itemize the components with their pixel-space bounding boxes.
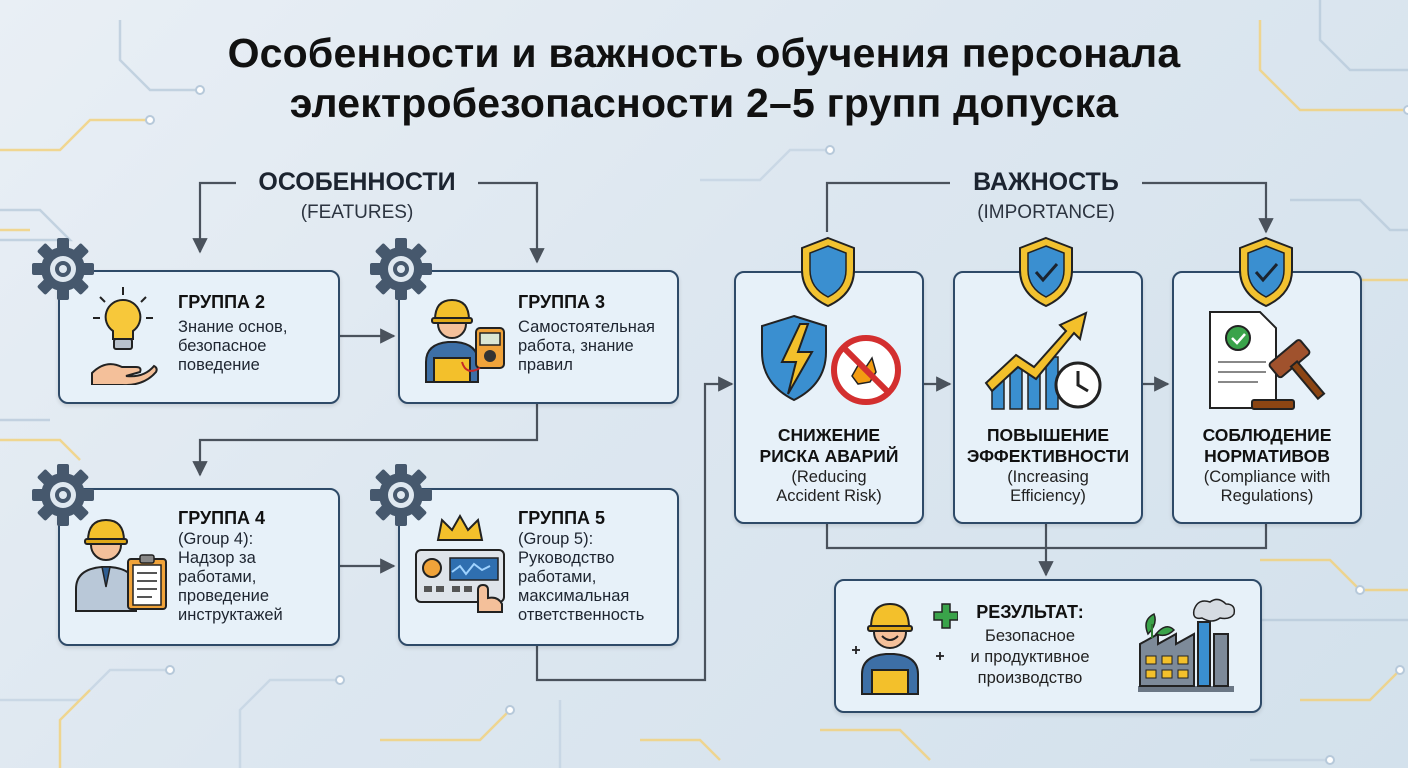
group-4-title: ГРУППА 4: [178, 508, 266, 528]
arrow-to-group2: [192, 181, 236, 254]
risk-title: СНИЖЕНИЕ РИСКА АВАРИЙ: [759, 425, 899, 466]
title-line-2: электробезопасности 2–5 групп допуска: [289, 80, 1119, 126]
result-description: Безопасное и продуктивное производство: [970, 627, 1090, 687]
page-title: Особенности и важность обучения персонал…: [0, 28, 1408, 128]
compliance-subtitle: (Compliance with Regulations): [1203, 468, 1331, 505]
efficiency-title: ПОВЫШЕНИЕ ЭФФЕКТИВНОСТИ: [966, 425, 1130, 466]
group-2-description: Знание основ, безопасное поведение: [178, 318, 288, 374]
arrow-group3-to-group4: [192, 402, 539, 477]
compliance-title: СОБЛЮДЕНИЕ НОРМАТИВОВ: [1202, 425, 1332, 466]
lightbulb-hand-icon: [91, 287, 158, 385]
group-3-description: Самостоятельная работа, знание правил: [518, 318, 655, 374]
worker-multimeter-icon: [425, 298, 505, 383]
line-to-risk: [825, 181, 950, 232]
group-4-description: (Group 4): Надзор за работами, проведени…: [178, 530, 283, 624]
document-gavel-icon: [1209, 311, 1326, 410]
arrow-to-compliance: [1142, 181, 1274, 234]
importance-heading: ВАЖНОСТЬ: [973, 168, 1119, 196]
arrow-to-group3: [478, 181, 545, 264]
gear-icon: [370, 464, 432, 526]
eco-factory-icon: [1138, 598, 1236, 692]
group-3-title: ГРУППА 3: [518, 292, 606, 312]
happy-worker-icon: [852, 602, 958, 695]
efficiency-subtitle: (Increasing Efficiency): [1007, 468, 1089, 505]
shield-icon: [801, 236, 855, 308]
group-5-title: ГРУППА 5: [518, 508, 606, 528]
result-title: РЕЗУЛЬТАТ:: [976, 602, 1084, 622]
group-2-title: ГРУППА 2: [178, 292, 266, 312]
risk-subtitle: (Reducing Accident Risk): [776, 468, 882, 505]
supervisor-clipboard-icon: [75, 518, 167, 612]
importance-subheading: (IMPORTANCE): [977, 202, 1115, 223]
shield-check-icon: [1019, 236, 1073, 308]
title-line-1: Особенности и важность обучения персонал…: [227, 30, 1181, 76]
importance-compliance-card: СОБЛЮДЕНИЕ НОРМАТИВОВ (Compliance with R…: [1172, 271, 1362, 524]
features-subheading: (FEATURES): [300, 202, 414, 223]
gear-icon: [32, 238, 94, 300]
arrow-features-to-importance: [535, 376, 734, 682]
gear-icon: [32, 464, 94, 526]
group-5-description: (Group 5): Руководство работами, максима…: [518, 530, 645, 624]
importance-risk-card: СНИЖЕНИЕ РИСКА АВАРИЙ (Reducing Accident…: [734, 271, 924, 524]
gear-icon: [370, 238, 432, 300]
shield-lightning-icon: [761, 314, 901, 405]
shield-check-icon: [1239, 236, 1293, 308]
crown-control-panel-icon: [415, 513, 505, 613]
growth-chart-icon: [984, 311, 1102, 410]
features-heading: ОСОБЕННОСТИ: [258, 168, 456, 196]
